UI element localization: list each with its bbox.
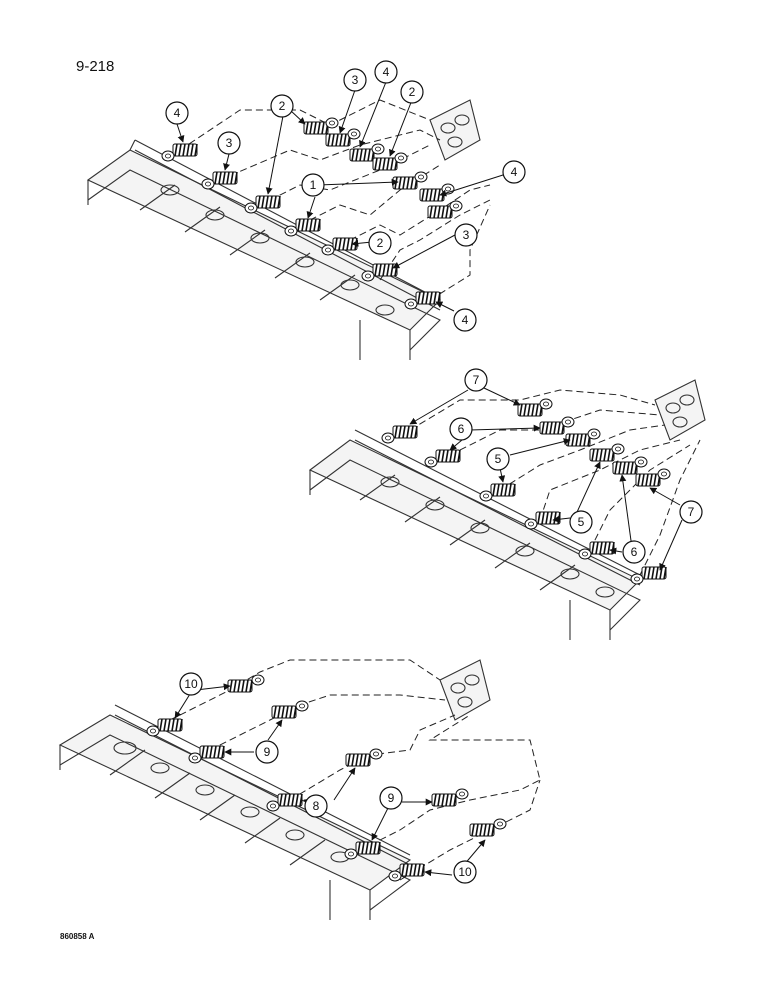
- callout-number: 4: [462, 313, 469, 327]
- callout-circle: [622, 540, 646, 564]
- callout-circle: [569, 510, 593, 534]
- callout-6: 6: [449, 417, 473, 441]
- callout-number: 1: [310, 178, 317, 192]
- callout-number: 2: [409, 85, 416, 99]
- callout-circle: [368, 231, 392, 255]
- callout-number: 10: [184, 677, 198, 691]
- callout-number: 7: [688, 505, 695, 519]
- callout-4: 4: [374, 60, 398, 84]
- callout-number: 4: [383, 65, 390, 79]
- callout-number: 3: [352, 73, 359, 87]
- callout-number: 4: [174, 106, 181, 120]
- callout-circle: [486, 447, 510, 471]
- manifold-top: [429, 99, 481, 161]
- callout-6: 6: [622, 540, 646, 564]
- callout-circle: [379, 786, 403, 810]
- callout-9: 9: [255, 740, 279, 764]
- view-bottom: 8 9 9 10 10: [58, 659, 541, 920]
- callout-5: 5: [486, 447, 510, 471]
- callout-number: 2: [279, 99, 286, 113]
- callout-3: 3: [343, 68, 367, 92]
- callout-circle: [374, 60, 398, 84]
- callout-circle: [343, 68, 367, 92]
- view-middle: 5 5 6 6 7 7: [308, 368, 706, 640]
- callout-number: 6: [458, 422, 465, 436]
- callout-circle: [301, 173, 325, 197]
- callout-2: 2: [270, 94, 294, 118]
- callout-number: 2: [377, 236, 384, 250]
- callout-circle: [304, 794, 328, 818]
- frame-bottom: [58, 704, 412, 920]
- callout-1: 1: [301, 173, 325, 197]
- callout-circle: [270, 94, 294, 118]
- callout-circle: [502, 160, 526, 184]
- callout-7: 7: [464, 368, 488, 392]
- callout-10: 10: [453, 860, 477, 884]
- callout-10: 10: [179, 672, 203, 696]
- callout-circle: [464, 368, 488, 392]
- callout-circle: [679, 500, 703, 524]
- callout-circle: [453, 308, 477, 332]
- callout-circle: [449, 417, 473, 441]
- callout-2: 2: [368, 231, 392, 255]
- frame-middle: [308, 429, 641, 640]
- callout-number: 6: [631, 545, 638, 559]
- callout-3: 3: [454, 223, 478, 247]
- callout-number: 3: [463, 228, 470, 242]
- callout-circle: [453, 860, 477, 884]
- callout-number: 8: [313, 799, 320, 813]
- callout-5: 5: [569, 510, 593, 534]
- callout-2: 2: [400, 80, 424, 104]
- callout-circle: [454, 223, 478, 247]
- callout-4: 4: [165, 101, 189, 125]
- callout-number: 5: [578, 515, 585, 529]
- callout-number: 4: [511, 165, 518, 179]
- callout-circle: [400, 80, 424, 104]
- manifold-bottom: [439, 659, 491, 721]
- reference-code: 860858 A: [60, 932, 95, 941]
- callout-number: 3: [226, 136, 233, 150]
- callout-number: 5: [495, 452, 502, 466]
- callout-circle: [165, 101, 189, 125]
- view-top: 1 2 2 2 3 3 3 4 4 4 4: [86, 60, 526, 360]
- callout-9: 9: [379, 786, 403, 810]
- callout-circle: [179, 672, 203, 696]
- callout-7: 7: [679, 500, 703, 524]
- callout-4: 4: [502, 160, 526, 184]
- callout-circle: [217, 131, 241, 155]
- callout-8: 8: [304, 794, 328, 818]
- frame-top: [86, 139, 441, 360]
- callout-3: 3: [217, 131, 241, 155]
- callout-number: 9: [388, 791, 395, 805]
- callout-4: 4: [453, 308, 477, 332]
- callout-number: 7: [473, 373, 480, 387]
- manifold-middle: [654, 379, 706, 441]
- callout-circle: [255, 740, 279, 764]
- callout-number: 9: [264, 745, 271, 759]
- page-number: 9-218: [76, 58, 115, 75]
- callout-number: 10: [458, 865, 472, 879]
